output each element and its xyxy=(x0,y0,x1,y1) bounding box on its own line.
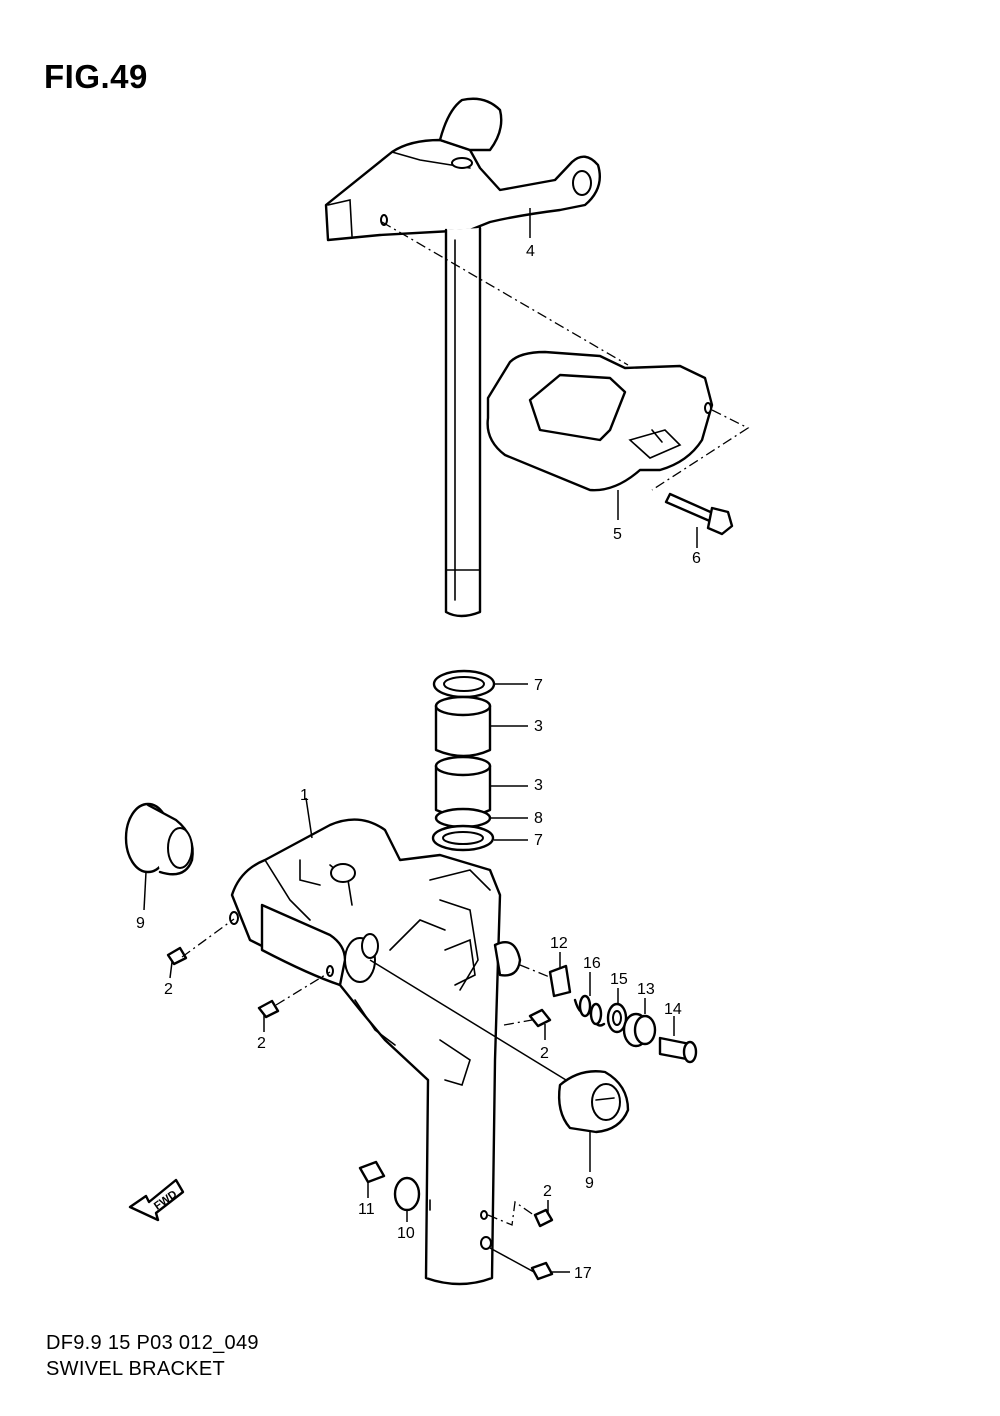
callout-9-right: 9 xyxy=(585,1175,594,1192)
callout-3-upper: 3 xyxy=(534,718,543,735)
bushing-stack-parts-3-7-8 xyxy=(431,669,496,852)
fwd-direction-arrow: FWD xyxy=(128,1178,185,1222)
callout-16: 16 xyxy=(583,955,601,972)
leader-lines xyxy=(143,208,698,1273)
callout-7-bottom: 7 xyxy=(534,832,543,849)
steering-bracket-part-4 xyxy=(324,97,602,618)
callout-4: 4 xyxy=(526,243,535,260)
screws-parts-2-10-11-17 xyxy=(166,946,554,1281)
spring-and-knob-parts-12-to-16 xyxy=(548,964,698,1064)
callout-5: 5 xyxy=(613,526,622,543)
bushing-part-9-left xyxy=(124,802,194,876)
callout-2-middle: 2 xyxy=(257,1035,266,1052)
callout-2-left: 2 xyxy=(164,981,173,998)
callout-10: 10 xyxy=(397,1225,415,1242)
callout-2-right: 2 xyxy=(540,1045,549,1062)
swivel-bracket-part-1 xyxy=(229,818,522,1286)
callout-12: 12 xyxy=(550,935,568,952)
callout-6: 6 xyxy=(692,550,701,567)
bushing-part-9-right xyxy=(557,1070,630,1134)
callout-3-lower: 3 xyxy=(534,777,543,794)
figure-title: FIG.49 xyxy=(44,58,148,95)
diagram-name: SWIVEL BRACKET xyxy=(46,1358,226,1380)
callout-13: 13 xyxy=(637,981,655,998)
callout-14: 14 xyxy=(664,1001,682,1018)
callout-2-lower: 2 xyxy=(543,1183,552,1200)
callout-9-left: 9 xyxy=(136,915,145,932)
callout-15: 15 xyxy=(610,971,628,988)
callout-17: 17 xyxy=(574,1265,592,1282)
handle-frame-part-5 xyxy=(486,350,714,492)
callout-7-top: 7 xyxy=(534,677,543,694)
callout-11: 11 xyxy=(358,1201,375,1218)
model-code: DF9.9 15 P03 012_049 xyxy=(46,1332,259,1354)
bolt-part-6 xyxy=(664,492,734,536)
callout-numbers: 4 5 6 7 3 3 8 7 1 9 2 2 12 16 15 13 14 2… xyxy=(136,243,701,1282)
callout-8: 8 xyxy=(534,810,543,827)
callout-1: 1 xyxy=(300,787,309,804)
